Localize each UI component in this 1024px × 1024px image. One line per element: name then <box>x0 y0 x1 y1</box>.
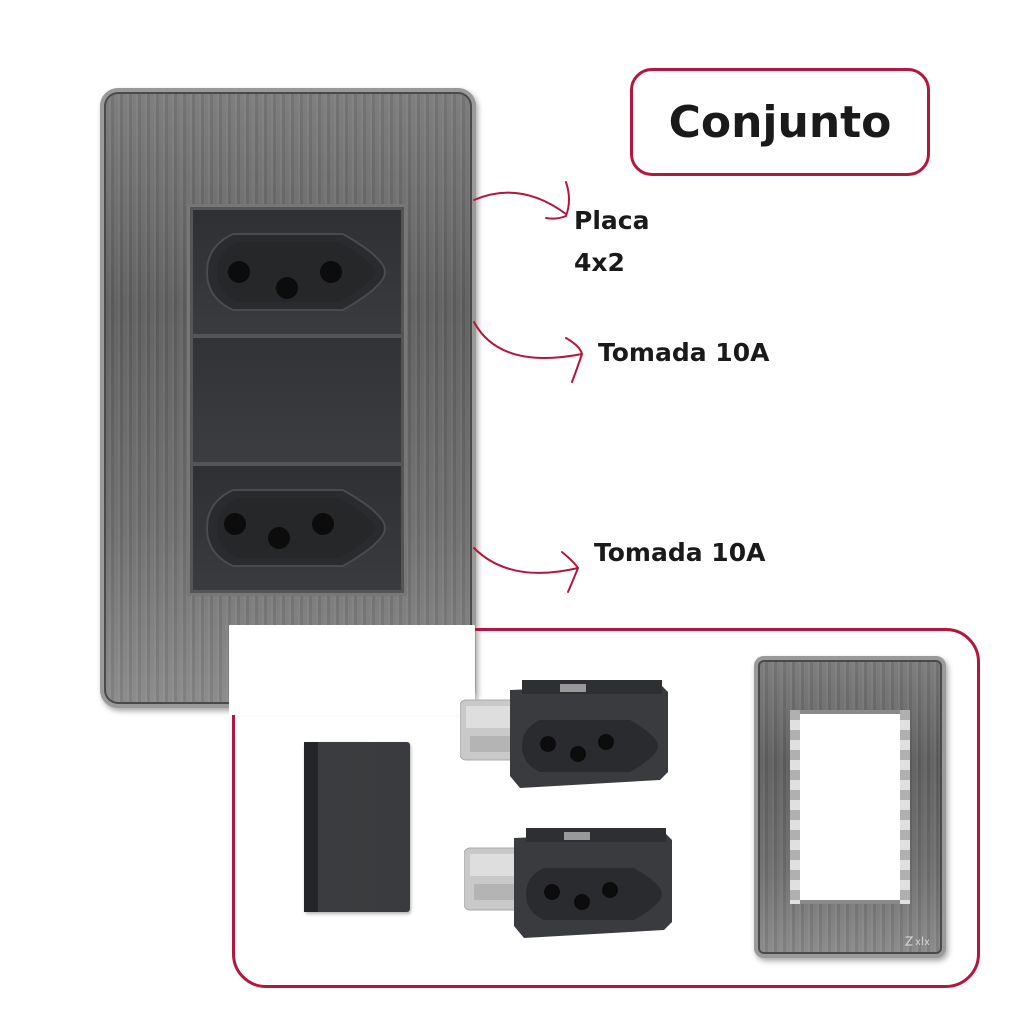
label-plate-line2: 4x2 <box>574 248 625 277</box>
label-outlet-bottom: Tomada 10A <box>594 538 766 567</box>
plate-opening <box>790 710 910 904</box>
kit-contents-box <box>232 628 980 988</box>
arrow-outlet-bottom <box>473 547 579 574</box>
outlet-module-loose-bottom <box>463 822 674 946</box>
kit-box-mask <box>229 625 475 715</box>
plate-brand-logo <box>904 932 934 946</box>
blank-cover-piece <box>304 742 410 912</box>
blank-module <box>193 338 401 462</box>
outlet-bottom <box>193 466 401 590</box>
arrow-plate <box>473 191 567 215</box>
label-plate: Placa 4x2 <box>574 200 649 284</box>
outlet-top <box>193 210 401 334</box>
outlet-module-loose-top <box>459 676 670 796</box>
assembled-product <box>100 88 476 708</box>
socket-top-icon <box>205 233 387 311</box>
title-text: Conjunto <box>668 96 892 148</box>
label-outlet-top: Tomada 10A <box>598 338 770 367</box>
label-plate-line1: Placa <box>574 206 650 235</box>
arrow-outlet-bottom-head <box>561 551 580 593</box>
title-badge: Conjunto <box>630 68 930 176</box>
arrow-plate-head <box>545 181 570 220</box>
arrow-outlet-top-head <box>565 337 584 383</box>
socket-bottom-icon <box>205 489 387 567</box>
arrow-outlet-top <box>473 321 583 359</box>
loose-cover-plate <box>754 656 946 958</box>
